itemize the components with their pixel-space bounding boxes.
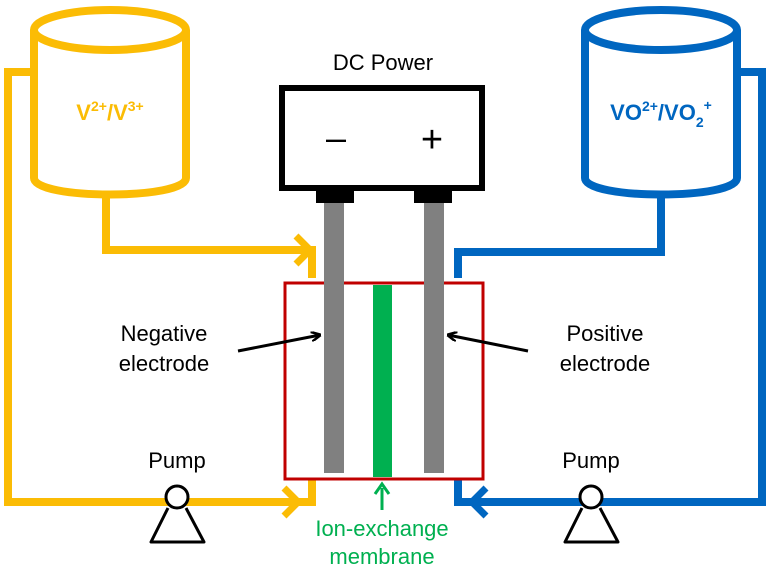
negative-pointer-arrow-icon	[237, 335, 320, 353]
positive-return-arrow-icon	[467, 485, 489, 519]
membrane-label-line1: Ion-exchange	[315, 516, 448, 541]
negative-return-pipe	[4, 68, 316, 506]
power-minus-symbol: –	[326, 117, 346, 158]
positive-terminal	[414, 187, 452, 203]
power-plus-symbol: +	[421, 119, 443, 161]
positive-tank	[581, 6, 741, 199]
pump-icon	[563, 484, 620, 544]
negative-terminal	[316, 187, 354, 203]
pump-icon	[149, 484, 206, 544]
power-title: DC Power	[333, 50, 433, 75]
negative-tank-label: V2+/V3+	[76, 98, 143, 125]
ion-exchange-membrane	[373, 285, 392, 477]
negative-electrode-label-line2: electrode	[119, 351, 210, 376]
negative-feed-arrow-icon	[293, 233, 315, 267]
positive-feed-pipe	[454, 192, 665, 278]
pump-right-label: Pump	[562, 448, 619, 473]
membrane-label-line2: membrane	[329, 544, 434, 569]
negative-feed-pipe	[102, 192, 316, 278]
positive-electrolyte-loop	[454, 6, 766, 519]
negative-electrode-label-line1: Negative	[121, 321, 208, 346]
pump-left-label: Pump	[148, 448, 205, 473]
positive-electrode	[424, 203, 444, 473]
negative-electrolyte-loop	[4, 6, 316, 519]
negative-electrode	[324, 203, 344, 473]
membrane-pointer-arrow-icon	[373, 481, 391, 510]
positive-pointer-arrow-icon	[448, 335, 529, 353]
positive-return-pipe	[454, 68, 766, 506]
positive-electrode-label-line2: electrode	[560, 351, 651, 376]
positive-electrode-label-line1: Positive	[566, 321, 643, 346]
positive-tank-label: VO2+/VO2+	[610, 97, 712, 130]
dc-power-supply	[279, 85, 485, 203]
negative-return-arrow-icon	[281, 485, 303, 519]
